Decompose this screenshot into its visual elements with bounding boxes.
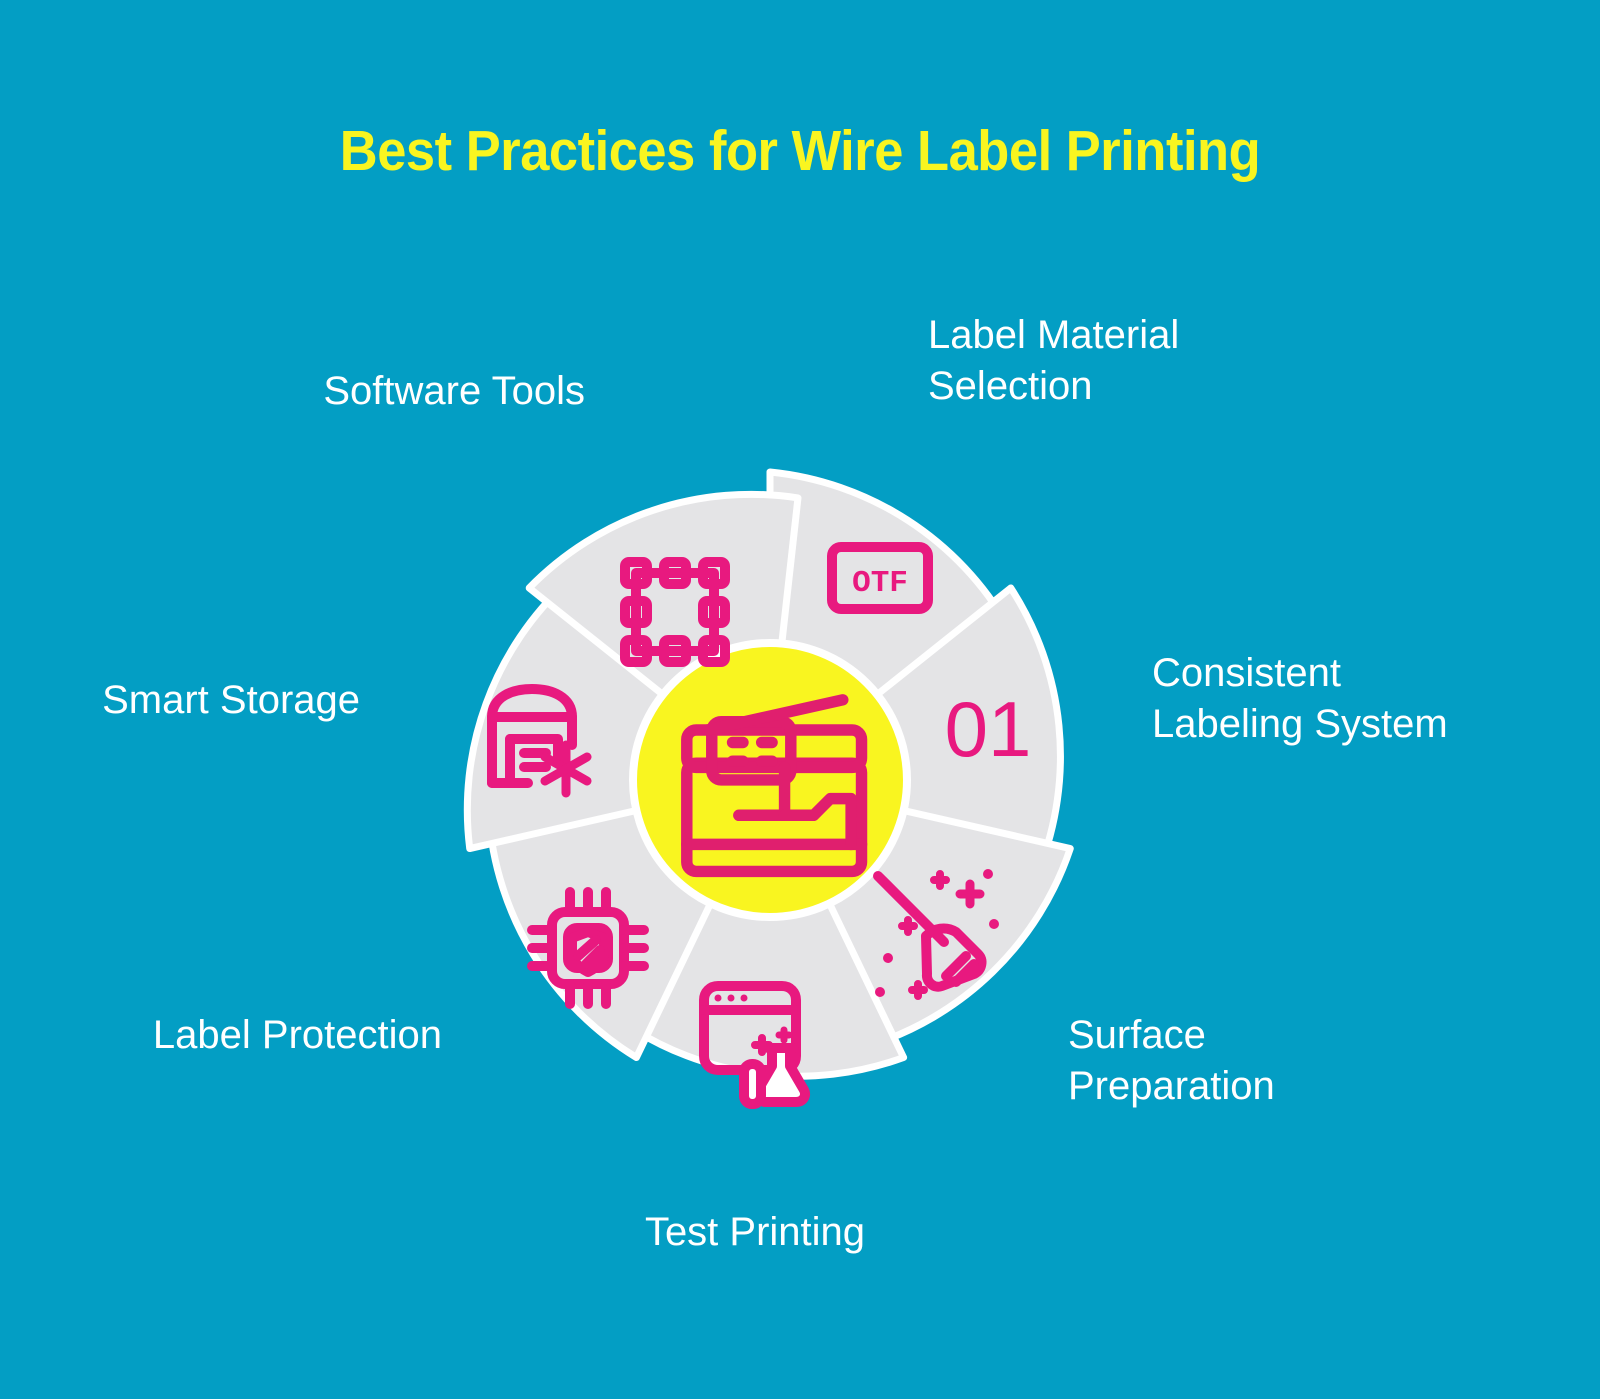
label-label-protection-text: Label Protection <box>152 1013 442 1057</box>
page-title: Best Practices for Wire Label Printing <box>339 119 1261 183</box>
step-number: 01 <box>945 685 1032 773</box>
chip-shield-icon <box>527 887 649 1009</box>
broom-sparkles-icon <box>873 869 999 1000</box>
warehouse-snowflake-icon <box>487 684 592 798</box>
selection-frame-icon <box>620 557 730 667</box>
label-material-selection-text: Label Material Selection <box>928 313 1180 409</box>
browser-flask-icon <box>699 981 810 1109</box>
label-software-tools-text: Software Tools <box>323 369 585 413</box>
label-test-printing-text: Test Printing <box>644 1210 866 1254</box>
label-surface-preparation-text: Surface Preparation <box>1068 1013 1275 1109</box>
otf-icon-text: OTF <box>852 566 908 601</box>
label-printer-icon <box>681 694 868 878</box>
pinwheel-diagram: OTF 01 <box>463 468 1074 1109</box>
otf-font-file-icon: OTF <box>827 542 933 614</box>
label-consistent-labeling-system-text: Consistent Labeling System <box>1152 651 1448 747</box>
label-smart-storage-text: Smart Storage <box>102 678 360 722</box>
